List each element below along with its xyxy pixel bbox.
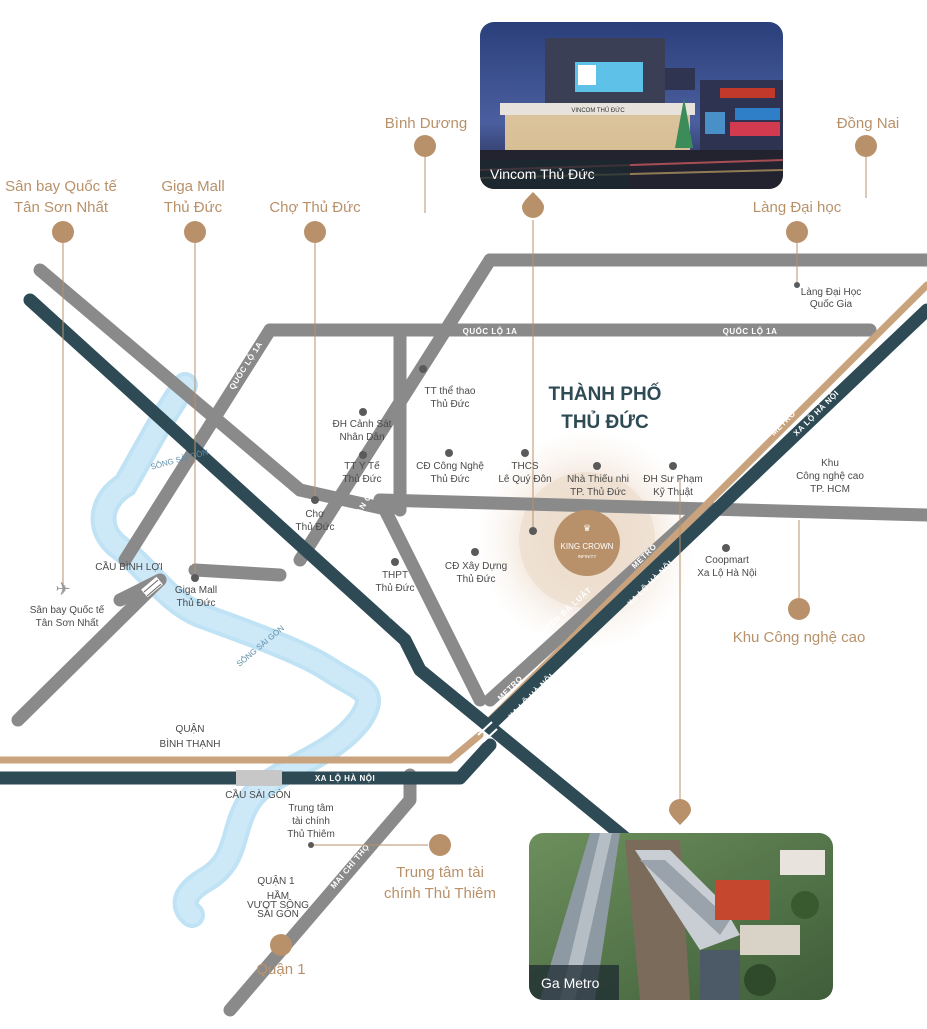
callout-label: chính Thủ Thiêm — [384, 885, 496, 902]
river-saigon — [90, 372, 381, 928]
poi-label: Thủ Đức — [296, 521, 335, 533]
poi-dots — [191, 282, 800, 848]
poi-label: Kỹ Thuật — [653, 487, 693, 498]
callout-lines — [62, 157, 867, 846]
poi-label: tài chính — [292, 816, 330, 827]
bridge-xa-lo — [477, 721, 498, 743]
poi-label: Thủ Đức — [431, 473, 470, 485]
poi-label: Tân Sơn Nhất — [36, 617, 99, 629]
poi-label: TP. HCM — [810, 484, 850, 495]
poi-label: Thủ Đức — [343, 473, 382, 485]
poi-label: ĐH Sư Phạm — [643, 474, 703, 485]
vincom-photo: VINCOM THỦ ĐỨC — [480, 22, 783, 189]
callout-label: Thủ Đức — [164, 199, 223, 216]
svg-text:INFINITY: INFINITY — [578, 554, 597, 559]
poi-label: Thủ Đức — [431, 398, 470, 410]
poi-label: CĐ Công Nghệ — [416, 461, 484, 472]
poi-label: Xa Lộ Hà Nội — [697, 568, 756, 579]
callout-label: Quận 1 — [256, 961, 305, 978]
bridge-sai-gon — [236, 770, 282, 786]
poi-label: VƯỢT SÔNG — [247, 898, 309, 911]
poi-label: Trung tâm — [288, 803, 333, 814]
callout-label: Giga Mall — [161, 178, 224, 195]
poi-label: Chợ — [305, 509, 325, 520]
poi-label: TT Y Tế — [344, 460, 380, 472]
road-label: QUỐC LỘ 1A — [227, 340, 265, 392]
metro-photo — [529, 833, 833, 1000]
svg-text:VINCOM THỦ ĐỨC: VINCOM THỦ ĐỨC — [571, 107, 625, 114]
road-label: MAI CHÍ THỌ — [329, 842, 371, 890]
poi-label: SÀI GÒN — [257, 907, 299, 920]
king-crown-logo: ♛ KING CROWN INFINITY — [554, 510, 620, 576]
poi-label: Thủ Đức — [376, 582, 415, 594]
poi-label: CĐ Xây Dựng — [445, 561, 507, 572]
road-label: XA LỘ HÀ NỘI — [315, 774, 375, 783]
bridge-binh-loi — [141, 576, 163, 598]
callout-label: Đồng Nai — [837, 115, 900, 132]
metro-caption: Ga Metro — [541, 975, 600, 991]
poi-label: Quốc Gia — [810, 298, 853, 310]
poi-label: CẦU SÀI GÒN — [225, 788, 291, 801]
city-label: THÀNH PHỐ — [549, 383, 662, 405]
poi-label: THPT — [382, 570, 408, 581]
callout-label: Bình Dương — [385, 115, 467, 132]
callout-label: Làng Đại học — [753, 199, 842, 216]
poi-label: Làng Đại Học — [801, 287, 862, 298]
callout-label: Tân Sơn Nhất — [14, 199, 109, 216]
road-label: QUỐC LỘ 1A — [723, 326, 778, 336]
poi-label: CẦU BÌNH LỢI — [95, 560, 162, 573]
poi-label: Sân bay Quốc tế — [30, 604, 105, 616]
callout-label: Trung tâm tài — [396, 864, 484, 881]
road-label: QUỐC LỘ 1A — [463, 326, 518, 336]
poi-label: THCS — [511, 461, 539, 472]
city-label: THỦ ĐỨC — [561, 411, 649, 433]
district-label: BÌNH THẠNH — [160, 737, 221, 750]
poi-label: HẦM — [267, 889, 289, 902]
svg-text:♛: ♛ — [583, 523, 591, 533]
airplane-icon: ✈ — [55, 579, 70, 599]
callout-label: Sân bay Quốc tế — [5, 178, 117, 195]
poi-label: Lê Quý Đôn — [498, 474, 551, 485]
roads-dark — [0, 293, 927, 857]
poi-label: Coopmart — [705, 555, 749, 566]
callout-label: Chợ Thủ Đức — [269, 199, 361, 216]
poi-label: TP. Thủ Đức — [570, 486, 626, 498]
poi-label: Giga Mall — [175, 585, 217, 596]
callout-label: Khu Công nghệ cao — [733, 629, 866, 646]
svg-text:KING CROWN: KING CROWN — [561, 542, 614, 551]
district-label: QUẬN — [176, 722, 205, 735]
road-label: PHẠM VĂN ĐỒNG — [185, 500, 236, 567]
poi-label: Nhân Dân — [339, 432, 384, 443]
poi-label: TT thể thao — [425, 385, 476, 397]
poi-label: Thủ Đức — [457, 573, 496, 585]
callout-markers — [52, 135, 877, 956]
vincom-caption: Vincom Thủ Đức — [490, 166, 595, 182]
poi-label: Thủ Đức — [177, 597, 216, 609]
district-label: QUẬN 1 — [257, 874, 295, 887]
poi-label: Khu — [821, 458, 839, 469]
poi-label: Thủ Thiêm — [287, 828, 335, 840]
poi-label: ĐH Cảnh Sát — [333, 419, 392, 430]
poi-label: Nhà Thiếu nhi — [567, 473, 629, 485]
poi-label: Công nghệ cao — [796, 471, 864, 482]
